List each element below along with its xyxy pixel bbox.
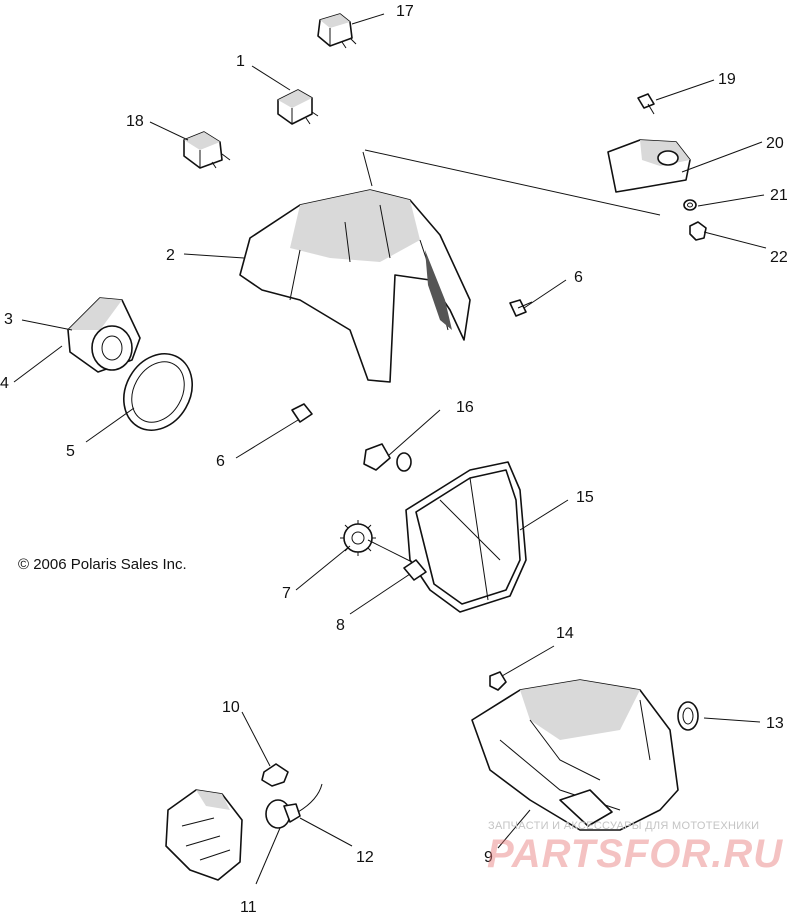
- callout-2: 2: [166, 247, 175, 264]
- callout-16: 16: [456, 399, 474, 416]
- part-16-bulb: [363, 443, 412, 472]
- part-20-bracket: [607, 139, 691, 193]
- callout-1: 1: [236, 53, 245, 70]
- instrument-housing: [165, 789, 243, 881]
- part-9-lower-pod: [471, 679, 679, 831]
- part-19-screw: [637, 93, 655, 115]
- callout-6-lower: 6: [216, 453, 225, 470]
- part-21-washer: [683, 199, 697, 211]
- callout-3: 3: [4, 311, 13, 328]
- part-11-socket: [265, 799, 301, 829]
- callout-10: 10: [222, 699, 240, 716]
- part-8-adjuster-screw: [367, 539, 427, 581]
- part-13-grommet: [677, 701, 699, 731]
- callout-6-upper: 6: [574, 269, 583, 286]
- watermark-caption: ЗАПЧАСТИ И АКСЕССУАРЫ ДЛЯ МОТОТЕХНИКИ: [488, 820, 760, 832]
- callout-13: 13: [766, 715, 784, 732]
- part-17-switch: [317, 13, 357, 49]
- watermark-logo: PARTSFOR.RU: [487, 832, 784, 876]
- callout-11: 11: [240, 899, 257, 913]
- callout-9: 9: [484, 849, 493, 866]
- leader-lines: [13, 13, 767, 885]
- callout-14: 14: [556, 625, 574, 642]
- callout-4: 4: [0, 375, 9, 392]
- copyright-notice: © 2006 Polaris Sales Inc.: [18, 556, 187, 573]
- part-6-bolt-lower: [291, 403, 313, 423]
- part-12-wire: [297, 783, 323, 813]
- part-10-bolt: [261, 763, 289, 787]
- callout-17: 17: [396, 3, 414, 20]
- part-5-gasket: [123, 353, 193, 431]
- callout-5: 5: [66, 443, 75, 460]
- callout-labels: 17 1 18 19 20 21 22 2 6 3 4 5 6 16 15 7 …: [0, 3, 788, 913]
- part-15-headlight: [405, 461, 527, 613]
- part-2-headlight-pod: [239, 189, 471, 383]
- part-3-4-lamp-housing: [67, 297, 141, 373]
- callout-21: 21: [770, 187, 788, 204]
- part-18-switch: [183, 131, 231, 169]
- part-6-bolt-upper: [509, 299, 533, 317]
- callout-20: 20: [766, 135, 784, 152]
- part-22-nut: [689, 221, 707, 241]
- callout-7: 7: [282, 585, 291, 602]
- part-7-adjuster-wheel: [340, 520, 376, 556]
- callout-12: 12: [356, 849, 374, 866]
- part-1-switch: [277, 89, 319, 125]
- callout-19: 19: [718, 71, 736, 88]
- part-14-nut: [489, 671, 507, 691]
- callout-15: 15: [576, 489, 594, 506]
- callout-8: 8: [336, 617, 345, 634]
- callout-22: 22: [770, 249, 788, 266]
- callout-18: 18: [126, 113, 144, 130]
